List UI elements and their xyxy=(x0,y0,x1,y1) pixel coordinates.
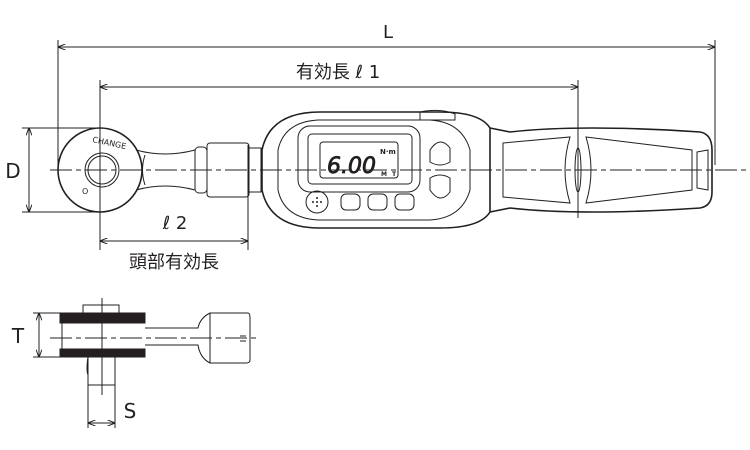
speaker-holes xyxy=(312,197,322,207)
label-S: S xyxy=(124,399,137,423)
button-2[interactable] xyxy=(367,193,388,211)
extension-lines xyxy=(22,40,716,250)
label-L: L xyxy=(383,22,393,43)
button-1[interactable] xyxy=(340,193,361,211)
lcd-display xyxy=(319,141,399,179)
display-mode-m: M xyxy=(381,171,387,178)
o-marking: O xyxy=(82,187,88,196)
label-T: T xyxy=(11,324,25,348)
wrench-side-view xyxy=(33,298,258,428)
button-up[interactable] xyxy=(429,141,451,166)
display-unit: N·m xyxy=(380,148,396,156)
label-effective-length: 有効長 ℓ 1 xyxy=(296,62,380,83)
speaker-icon xyxy=(305,190,329,214)
label-l2: ℓ 2 xyxy=(162,213,188,234)
change-marking: CHANGE xyxy=(92,135,127,151)
display-reading: 6.00 xyxy=(327,154,376,179)
button-down[interactable] xyxy=(429,174,451,199)
display-mode-t: T xyxy=(392,171,397,178)
label-D: D xyxy=(5,159,20,183)
button-3[interactable] xyxy=(394,193,415,211)
wrench-top-view: CHANGE O 6.00 N·m M T xyxy=(57,109,713,229)
label-head-length: 頭部有効長 xyxy=(129,252,219,273)
